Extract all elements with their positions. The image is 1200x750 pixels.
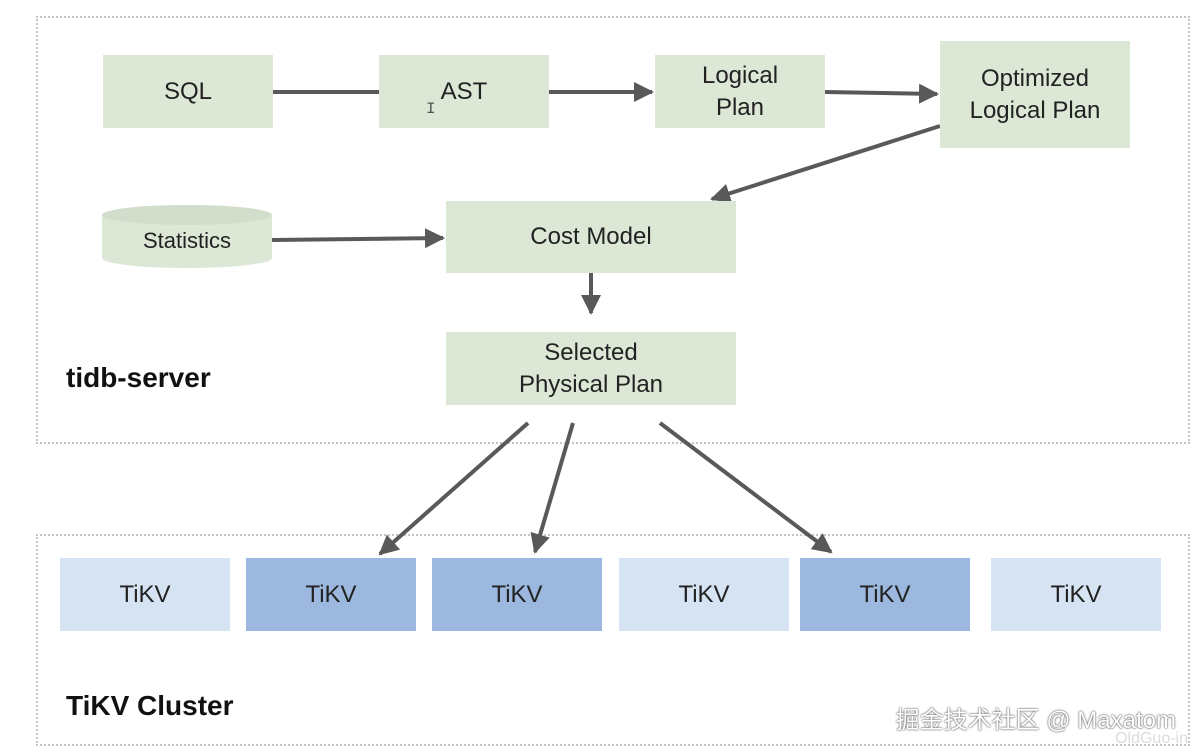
selected-physical-plan-label: Selected Physical Plan [518, 338, 664, 398]
optimized-logical-plan-node: Optimized Logical Plan [940, 41, 1130, 148]
arrow-statistics-cost [271, 228, 445, 249]
ast-node: AST [379, 55, 549, 128]
arrow-optimized-cost [710, 124, 941, 204]
watermark-sub: OldGuo-in [1115, 730, 1188, 747]
selected-physical-plan-node: Selected Physical Plan [446, 332, 736, 405]
arrow-logical-optimized [824, 83, 939, 104]
sql-node-label: SQL [163, 77, 213, 105]
tikv-node-label: TiKV [1050, 580, 1102, 608]
tikv-cluster-region [36, 534, 1190, 746]
tidb-server-region [36, 16, 1190, 444]
tikv-cluster-label: TiKV Cluster [66, 690, 234, 721]
sql-node: SQL [103, 55, 273, 128]
cost-model-node: Cost Model [446, 201, 736, 273]
tikv-node-label: TiKV [678, 580, 730, 608]
arrow-selected-tikv-2 [378, 421, 530, 556]
watermark: 掘金技术社区 @ Maxatom [895, 707, 1176, 734]
arrow-selected-tikv-3 [530, 422, 575, 554]
tikv-node: TiKV [246, 558, 416, 631]
cost-model-label: Cost Model [530, 223, 652, 250]
tikv-node-label: TiKV [859, 580, 911, 608]
logical-plan-label: Logical Plan [701, 61, 779, 121]
logical-plan-node: Logical Plan [655, 55, 825, 128]
tidb-server-label: tidb-server [66, 362, 211, 393]
tikv-node-label: TiKV [305, 580, 357, 608]
tikv-node: TiKV [60, 558, 230, 631]
tikv-node: TiKV [432, 558, 602, 631]
ast-node-label: AST [440, 77, 488, 105]
tikv-node: TiKV [800, 558, 970, 631]
statistics-database: Statistics [102, 205, 272, 268]
text-cursor-icon: I [426, 100, 436, 118]
tikv-node-label: TiKV [491, 580, 543, 608]
arrow-selected-tikv-5 [658, 421, 833, 554]
tikv-node-label: TiKV [119, 580, 171, 608]
tikv-node: TiKV [619, 558, 789, 631]
statistics-label: Statistics [142, 227, 232, 253]
optimized-logical-plan-label: Optimized Logical Plan [969, 64, 1101, 124]
tikv-node: TiKV [991, 558, 1161, 631]
